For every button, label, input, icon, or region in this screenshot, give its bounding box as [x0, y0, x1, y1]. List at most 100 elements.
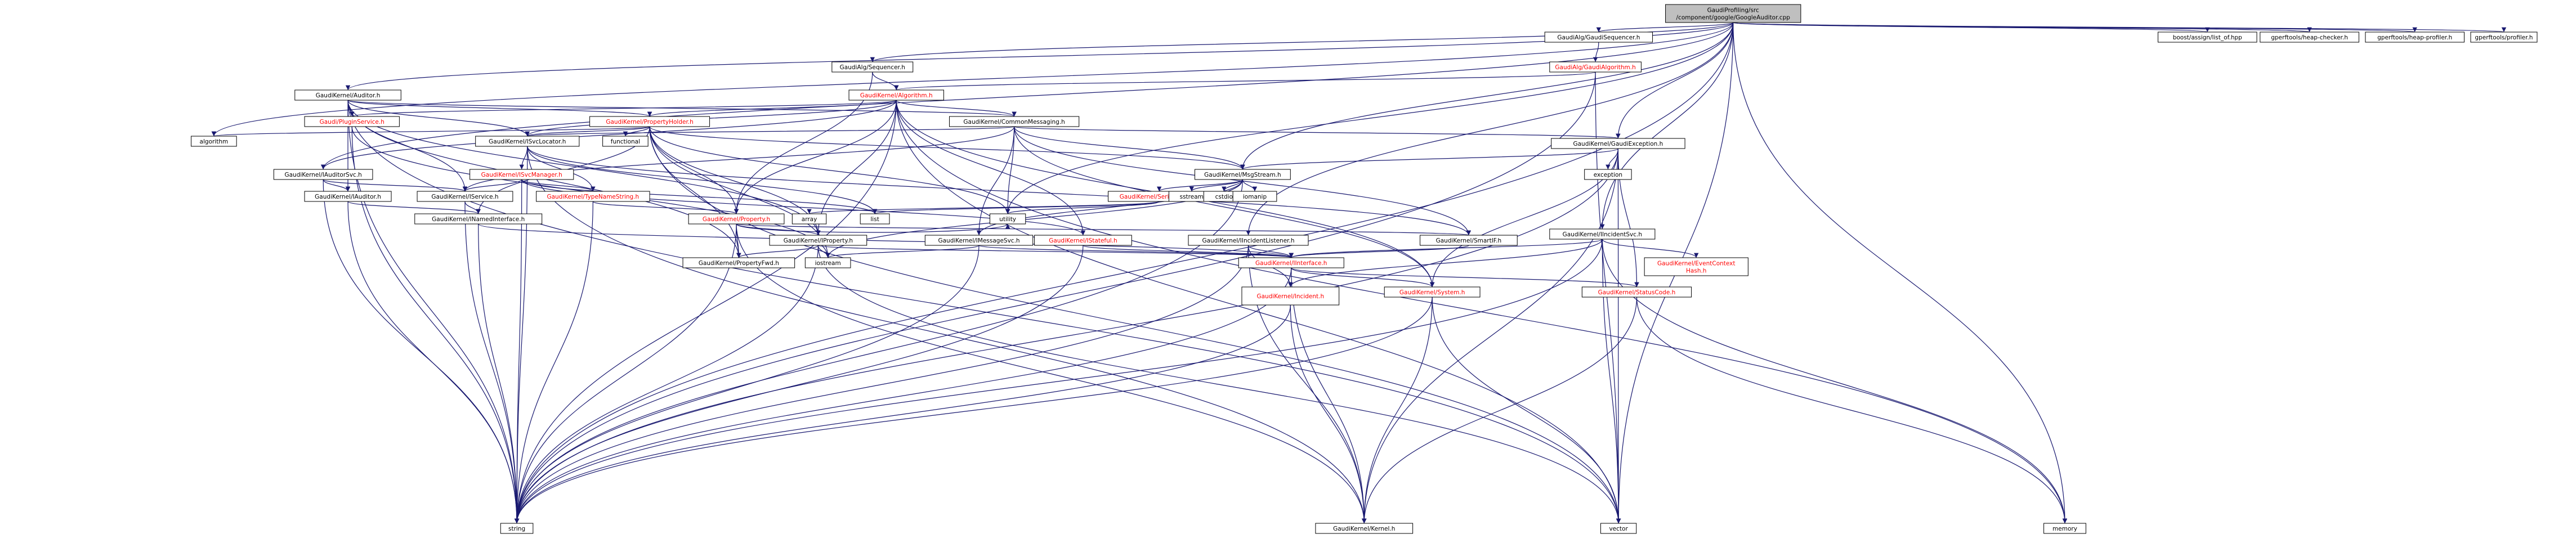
edge-incident-to-string [514, 304, 1291, 524]
node-algorithm_h[interactable]: GaudiKernel/Algorithm.h [848, 89, 944, 101]
node-isvclocator[interactable]: GaudiKernel/ISvcLocator.h [475, 136, 580, 147]
node-label: GaudiKernel/ISvcLocator.h [489, 138, 566, 145]
edge-property-to-string [514, 223, 737, 524]
node-propertyholder[interactable]: GaudiKernel/PropertyHolder.h [589, 116, 710, 127]
edge-iauditorsvc-to-string [323, 179, 520, 524]
node-iauditorsvc[interactable]: GaudiKernel/IAuditorSvc.h [273, 169, 373, 180]
node-box [469, 169, 574, 180]
node-alg_gaudisequencer[interactable]: GaudiAlg/GaudiSequencer.h [1544, 32, 1653, 43]
node-label: GaudiKernel/IMessageSvc.h [938, 237, 1019, 244]
node-alg_gaudialgorithm[interactable]: GaudiAlg/GaudiAlgorithm.h [1549, 61, 1642, 73]
node-kernel[interactable]: GaudiKernel/Kernel.h [1315, 523, 1414, 534]
node-box [682, 257, 795, 268]
node-box [304, 191, 392, 202]
node-label: GaudiAlg/GaudiSequencer.h [1557, 34, 1640, 41]
node-label: cstdio [1215, 194, 1233, 200]
edge-property-to-utility [736, 223, 1010, 233]
node-box [1600, 523, 1637, 534]
edge-iproperty-to-string [514, 245, 819, 524]
node-statuscode[interactable]: GaudiKernel/StatusCode.h [1581, 286, 1692, 298]
node-iproperty[interactable]: GaudiKernel/IProperty.h [769, 235, 867, 246]
node-propertyfwd[interactable]: GaudiKernel/PropertyFwd.h [682, 257, 795, 268]
edge-propertyholder-to-propertyfwd [649, 126, 741, 258]
node-label: list [870, 216, 879, 223]
node-heap_checker[interactable]: gperftools/heap-checker.h [2260, 32, 2359, 43]
node-label: GaudiKernel/IAuditor.h [315, 194, 381, 200]
node-exception[interactable]: exception [1584, 169, 1632, 180]
node-box [791, 213, 827, 225]
node-gaudiexception[interactable]: GaudiKernel/GaudiException.h [1551, 138, 1685, 149]
node-iinterface[interactable]: GaudiKernel/IInterface.h [1238, 257, 1344, 268]
node-label: GaudiKernel/MsgStream.h [1204, 172, 1281, 178]
node-box [1188, 235, 1309, 246]
node-heap_profiler[interactable]: gperftools/heap-profiler.h [2365, 32, 2465, 43]
edge-gaudiexception-to-kernel [1362, 148, 1618, 524]
node-box [500, 523, 534, 534]
node-istateful[interactable]: GaudiKernel/IStateful.h [1034, 235, 1132, 246]
edge-commonmessaging-to-system [1014, 126, 1435, 288]
node-property[interactable]: GaudiKernel/Property.h [688, 213, 785, 225]
node-iauditor[interactable]: GaudiKernel/IAuditor.h [304, 191, 392, 202]
node-box [831, 61, 914, 73]
node-sstream[interactable]: sstream [1168, 191, 1215, 202]
node-iincidentlistener[interactable]: GaudiKernel/IIncidentListener.h [1188, 235, 1309, 246]
node-profiler[interactable]: gperftools/profiler.h [2470, 32, 2538, 43]
node-array[interactable]: array [791, 213, 827, 225]
node-algorithm_std[interactable]: algorithm [191, 136, 237, 147]
edge-isvcmanager-to-iservice [462, 179, 522, 192]
node-inamedinterface[interactable]: GaudiKernel/INamedInterface.h [414, 213, 543, 225]
node-alg_sequencer[interactable]: GaudiAlg/Sequencer.h [831, 61, 914, 73]
node-iomanip[interactable]: iomanip [1232, 191, 1277, 202]
node-box [1549, 61, 1642, 73]
edge-msgstream-to-string [514, 179, 1244, 524]
node-auditor_h[interactable]: GaudiKernel/Auditor.h [294, 89, 401, 101]
node-isvcmanager[interactable]: GaudiKernel/ISvcManager.h [469, 169, 574, 180]
node-incident[interactable]: GaudiKernel/Incident.h [1241, 286, 1340, 306]
edge-system-to-vector [1432, 297, 1621, 524]
node-label: GaudiKernel/IService.h [431, 194, 498, 200]
node-list[interactable]: list [860, 213, 890, 225]
node-label: memory [2052, 526, 2077, 532]
node-string[interactable]: string [500, 523, 534, 534]
node-box [1665, 4, 1801, 23]
node-memory[interactable]: memory [2043, 523, 2086, 534]
edge-iservice-to-inamedinterface [464, 201, 481, 214]
node-utility[interactable]: utility [989, 213, 1026, 225]
node-typenamestring[interactable]: GaudiKernel/TypeNameString.h [536, 191, 650, 202]
node-box [414, 213, 543, 225]
nodes-layer: GaudiProfiling/src/component/google/Goog… [191, 4, 2538, 534]
edge-root-to-heap_checker [1733, 22, 2311, 33]
node-label: gperftools/profiler.h [2475, 34, 2533, 41]
node-pluginservice[interactable]: Gaudi/PluginService.h [304, 116, 400, 127]
node-commonmessaging[interactable]: GaudiKernel/CommonMessaging.h [949, 116, 1080, 127]
node-incidentsvc[interactable]: GaudiKernel/IIncidentSvc.h [1549, 228, 1656, 240]
node-box [848, 89, 944, 101]
edge-incidentsvc-to-string [514, 239, 1603, 524]
node-iostream[interactable]: iostream [804, 257, 851, 268]
edge-pluginservice-to-string [351, 126, 520, 524]
node-boost_list[interactable]: boost/assign/list_of.hpp [2157, 32, 2257, 43]
edge-root-to-alg_sequencer [870, 22, 1734, 62]
node-imessagesvc[interactable]: GaudiKernel/IMessageSvc.h [924, 235, 1034, 246]
node-system[interactable]: GaudiKernel/System.h [1384, 286, 1481, 298]
node-label: GaudiKernel/IAuditorSvc.h [284, 172, 361, 178]
node-box [1195, 169, 1291, 180]
node-label: Gaudi/PluginService.h [320, 119, 384, 125]
edge-iservice-to-string [464, 201, 520, 524]
node-box [1238, 257, 1344, 268]
edge-iproperty-to-vector [817, 245, 1621, 524]
edge-property-to-iproperty [736, 223, 821, 236]
node-root[interactable]: GaudiProfiling/src/component/google/Goog… [1665, 4, 1801, 23]
node-msgstream[interactable]: GaudiKernel/MsgStream.h [1195, 169, 1291, 180]
node-functional[interactable]: functional [602, 136, 649, 147]
node-box [294, 89, 401, 101]
edge-algorithm_h-to-iproperty [816, 100, 897, 236]
node-box [1232, 191, 1277, 202]
edge-msgstream-to-sstream [1189, 179, 1244, 192]
node-box [475, 136, 580, 147]
node-smartif[interactable]: GaudiKernel/SmartIF.h [1420, 235, 1518, 246]
node-iservice[interactable]: GaudiKernel/IService.h [417, 191, 513, 202]
edge-isvcmanager-to-typenamestring [521, 179, 596, 192]
node-vector[interactable]: vector [1600, 523, 1637, 534]
